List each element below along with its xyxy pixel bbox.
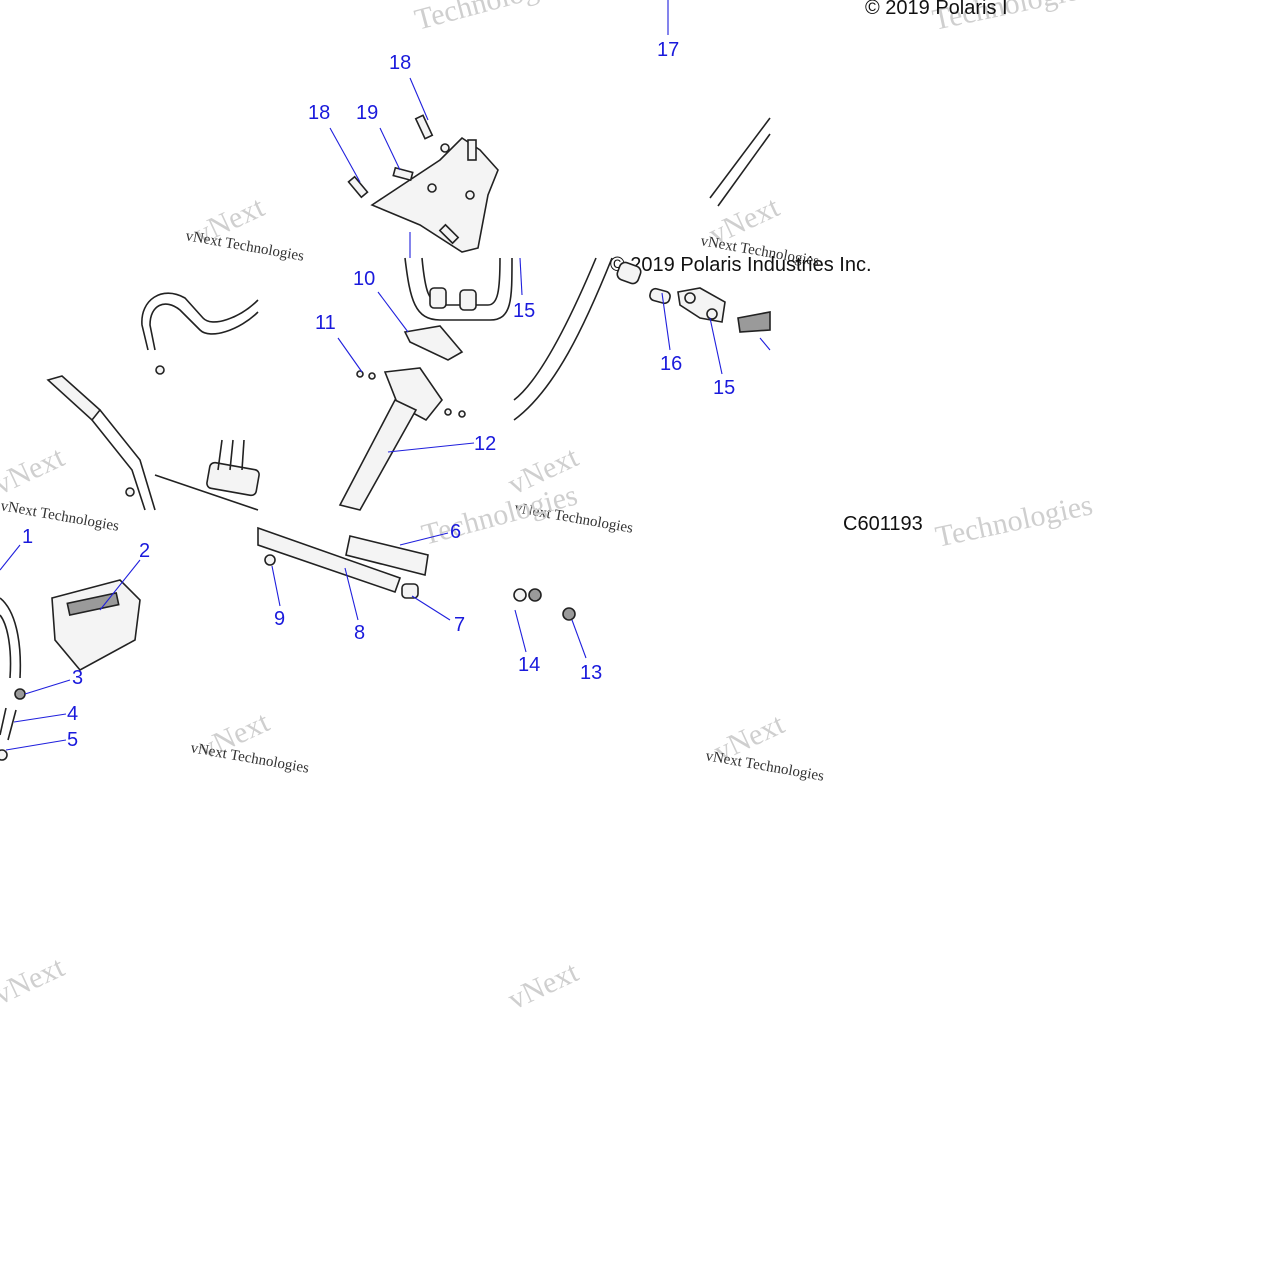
watermark-brand: Technologies	[411, 0, 574, 37]
watermark-short: vNext	[0, 950, 70, 1011]
callouts: 17 18 18 19 10 15 11 16 15 12 6 1 2 9 8 …	[22, 39, 735, 751]
diagram-code: C601193	[843, 513, 923, 535]
callout-7: 7	[454, 614, 465, 636]
leader-lines	[0, 0, 771, 751]
watermarks: Technologies Technologies vNext vNext Te…	[0, 0, 1096, 1016]
callout-18: 18	[308, 102, 330, 124]
nut-hardware-drawing	[513, 588, 576, 621]
callout-3: 3	[72, 667, 83, 689]
callout-6: 6	[450, 521, 461, 543]
callout-10: 10	[353, 268, 375, 290]
watermark-small: vNext Technologies	[184, 228, 305, 265]
tube-assembly-drawing	[257, 526, 429, 599]
callout-12: 12	[474, 433, 496, 455]
watermark-brand: Technologies	[418, 479, 581, 552]
callout-5: 5	[67, 729, 78, 751]
callout-11: 11	[315, 312, 336, 334]
callout-8: 8	[354, 622, 365, 644]
copyright-mid: © 2019 Polaris Industries Inc.	[610, 254, 872, 276]
bumper-pad-drawing	[0, 579, 141, 761]
callout-4: 4	[67, 703, 78, 725]
watermark-small: vNext Technologies	[0, 498, 120, 535]
hinge-hardware-drawing	[649, 287, 771, 333]
watermark-brand: Technologies	[933, 488, 1096, 553]
callout-15: 15	[713, 377, 735, 399]
callout-14: 14	[518, 654, 540, 676]
callout-17: 17	[657, 39, 679, 61]
left-handlebar-drawing	[46, 292, 260, 511]
callout-18: 18	[389, 52, 411, 74]
callout-2: 2	[139, 540, 150, 562]
footrest-bar-drawing	[404, 257, 513, 321]
callout-15: 15	[513, 300, 535, 322]
right-rail-drawing	[513, 117, 771, 421]
callout-13: 13	[580, 662, 602, 684]
callout-19: 19	[356, 102, 378, 124]
watermark-small: vNext Technologies	[704, 748, 825, 785]
support-post-drawing	[338, 325, 466, 511]
watermark-short: vNext	[0, 440, 70, 501]
callout-16: 16	[660, 353, 682, 375]
copyright-top: © 2019 Polaris I	[865, 0, 1008, 19]
callout-9: 9	[274, 608, 285, 630]
watermark-short: vNext	[503, 955, 584, 1016]
callout-1: 1	[22, 526, 33, 548]
mounting-bracket-drawing	[347, 114, 499, 253]
